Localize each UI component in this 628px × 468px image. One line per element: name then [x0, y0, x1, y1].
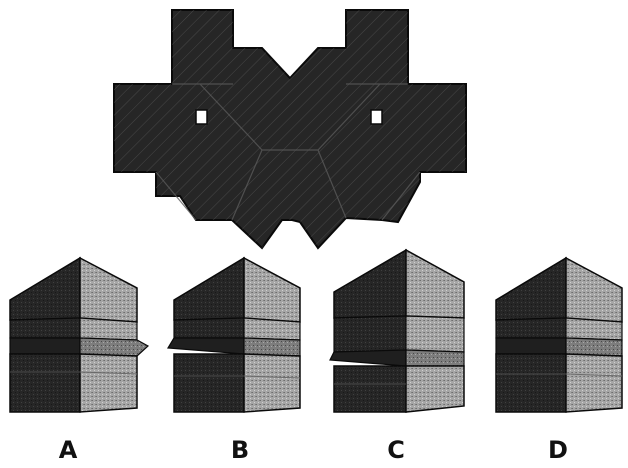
net-hatch-texture: [114, 10, 466, 248]
net-hole-left: [196, 110, 207, 124]
option-a-label: A: [48, 436, 88, 464]
option-b-figure: [168, 258, 300, 412]
option-d-figure: [496, 258, 622, 412]
net-hole-right: [371, 110, 382, 124]
option-c-figure: [330, 250, 464, 412]
option-a-figure: [10, 258, 148, 412]
option-c-label: C: [376, 436, 416, 464]
option-d-label: D: [538, 436, 578, 464]
unfolded-net: [114, 10, 466, 248]
option-b-label: B: [220, 436, 260, 464]
